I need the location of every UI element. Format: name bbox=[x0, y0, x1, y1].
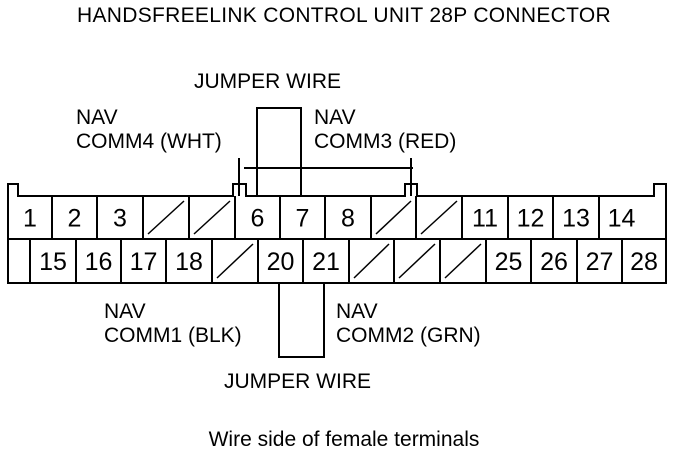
jumper-wire-bottom-label: JUMPER WIRE bbox=[224, 370, 371, 393]
pin-16: 16 bbox=[85, 248, 113, 276]
empty-cavity-slash bbox=[375, 200, 412, 235]
empty-cavity-slash bbox=[444, 243, 482, 279]
nav-comm1-label: NAV COMM1 (BLK) bbox=[104, 300, 242, 348]
pin-8: 8 bbox=[341, 205, 355, 233]
pin-21: 21 bbox=[312, 248, 340, 276]
empty-cavity-slash bbox=[193, 200, 231, 235]
caption: Wire side of female terminals bbox=[208, 428, 480, 451]
pin-28: 28 bbox=[630, 248, 658, 276]
pin-17: 17 bbox=[130, 248, 158, 276]
nav-comm3-line1: NAV bbox=[314, 106, 356, 129]
nav-comm1-line1: NAV bbox=[104, 300, 146, 323]
nav-comm2-line2: COMM2 (GRN) bbox=[336, 324, 481, 347]
empty-cavity-slash bbox=[216, 243, 254, 279]
diagram-title: HANDSFREELINK CONTROL UNIT 28P CONNECTOR bbox=[77, 4, 611, 27]
pin-26: 26 bbox=[540, 248, 568, 276]
jumper-wire-top-label: JUMPER WIRE bbox=[194, 70, 341, 93]
pin-14: 14 bbox=[608, 205, 636, 233]
pin-2: 2 bbox=[68, 205, 82, 233]
nav-comm3-line2: COMM3 (RED) bbox=[314, 130, 457, 153]
bottom-row: 15 16 17 18 20 21 25 26 27 28 bbox=[29, 239, 658, 283]
connector-housing bbox=[7, 183, 667, 284]
jumper-wire-bottom bbox=[278, 283, 325, 358]
nav-comm2-line1: NAV bbox=[336, 300, 378, 323]
empty-cavity-slash bbox=[420, 200, 458, 235]
jumper-wire-top bbox=[256, 107, 302, 196]
nav-comm3-label: NAV COMM3 (RED) bbox=[314, 106, 456, 154]
pin-25: 25 bbox=[495, 248, 523, 276]
empty-cavity-slash bbox=[398, 243, 436, 279]
pin-11: 11 bbox=[472, 205, 498, 233]
pin-15: 15 bbox=[39, 248, 67, 276]
nav-comm2-label: NAV COMM2 (GRN) bbox=[336, 300, 481, 348]
nav-comm4-line2: COMM4 (WHT) bbox=[76, 130, 222, 153]
nav-comm1-line2: COMM1 (BLK) bbox=[104, 324, 242, 347]
nav-comm4-line1: NAV bbox=[76, 106, 118, 129]
pin-12: 12 bbox=[517, 205, 545, 233]
pin-3: 3 bbox=[113, 205, 127, 233]
pin-1: 1 bbox=[23, 205, 37, 233]
pin-6: 6 bbox=[251, 205, 265, 233]
pin-13: 13 bbox=[562, 205, 590, 233]
empty-cavity-slash bbox=[353, 243, 390, 279]
nav-comm4-label: NAV COMM4 (WHT) bbox=[76, 106, 222, 154]
empty-cavity-slash bbox=[147, 200, 185, 235]
pin-18: 18 bbox=[175, 248, 203, 276]
pin-20: 20 bbox=[267, 248, 295, 276]
pin-27: 27 bbox=[586, 248, 614, 276]
pin-7: 7 bbox=[296, 205, 310, 233]
